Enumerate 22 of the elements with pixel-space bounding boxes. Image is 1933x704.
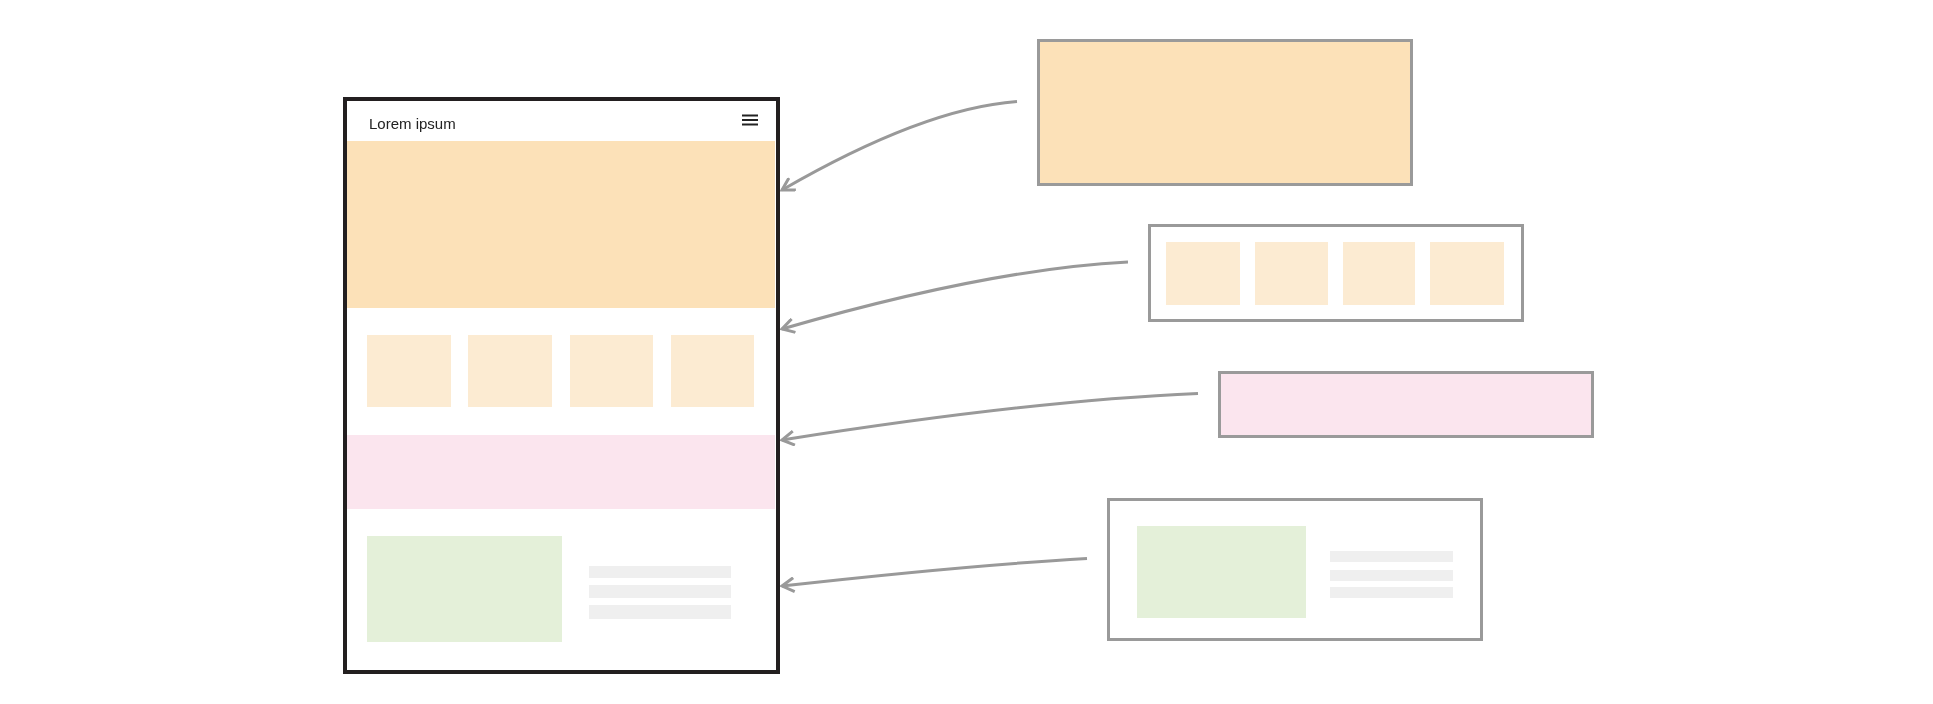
tile-block [1166, 242, 1240, 305]
media-component [1107, 498, 1483, 641]
page-title: Lorem ipsum [369, 115, 456, 132]
tiles-component [1148, 224, 1524, 322]
page-frame [343, 97, 780, 674]
hero-component [1037, 39, 1413, 186]
image-block [367, 536, 562, 642]
tile-block [570, 335, 653, 407]
hero-block [347, 141, 775, 308]
tile-block [468, 335, 552, 407]
banner-component [1218, 371, 1594, 438]
curved-arrow [780, 557, 1088, 594]
curved-arrow [780, 100, 1018, 192]
tile-block [1343, 242, 1415, 305]
curved-arrow [780, 392, 1199, 447]
curved-arrow [780, 260, 1129, 334]
banner-band [347, 435, 775, 509]
tile-block [671, 335, 754, 407]
image-block [1137, 526, 1306, 618]
tile-block [367, 335, 451, 407]
tile-block [1430, 242, 1504, 305]
tile-block [1255, 242, 1328, 305]
